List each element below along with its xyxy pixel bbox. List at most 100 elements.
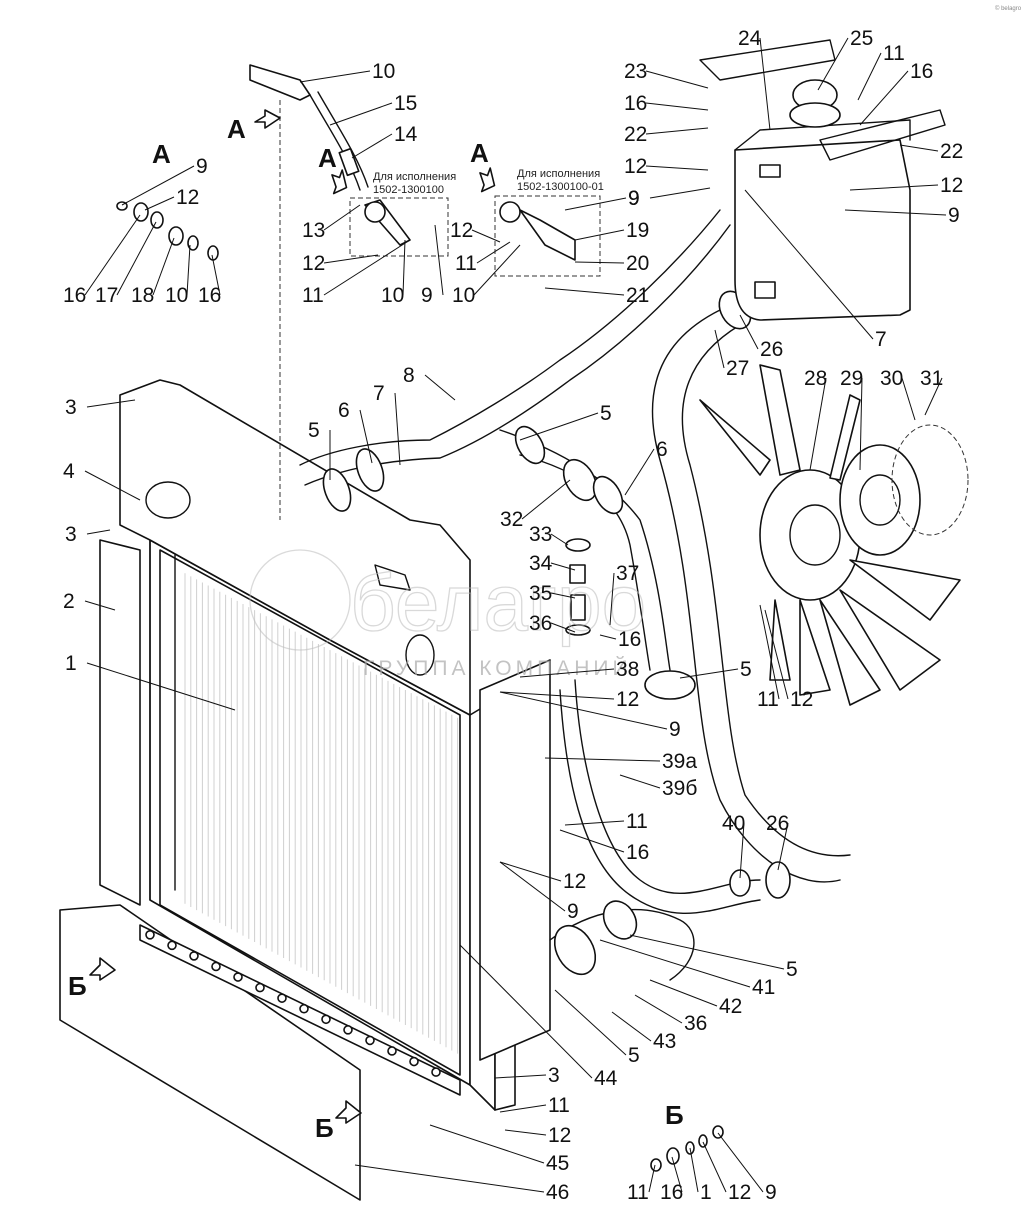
leader-9c: [121, 165, 195, 206]
leader-11c: [857, 52, 882, 101]
callout-35: 35: [529, 582, 552, 605]
leader-5e: [554, 989, 627, 1056]
callout-11c: 11: [883, 42, 905, 65]
side-panel: [99, 539, 141, 906]
detail-A-stack: [116, 201, 219, 261]
leader-11b: [476, 241, 511, 264]
callout-34: 34: [529, 552, 553, 575]
leader-10b: [402, 239, 406, 296]
leader-12i: [504, 1129, 547, 1136]
callout-2: 2: [63, 590, 75, 613]
callout-17: 17: [95, 284, 118, 307]
leader-11d: [759, 604, 780, 700]
view-label-a-main: А: [227, 114, 246, 144]
callout-3c: 3: [548, 1064, 560, 1087]
callout-12e: 12: [940, 174, 963, 197]
leader-18: [152, 237, 175, 296]
leader-6b: [624, 448, 655, 496]
callout-16d: 16: [910, 60, 933, 83]
callout-6a: 6: [338, 399, 350, 422]
callout-24: 24: [738, 27, 762, 50]
leader-7b: [394, 392, 401, 466]
leader-44: [459, 944, 593, 1079]
leader-35: [550, 592, 576, 599]
callout-10d: 10: [165, 284, 188, 307]
callout-9d: 9: [628, 187, 640, 210]
view-label-b-top: Б: [68, 971, 87, 1001]
callout-36a: 36: [529, 612, 552, 635]
callout-40: 40: [722, 812, 745, 835]
leader-11e: [564, 820, 625, 826]
callout-9h: 9: [765, 1181, 777, 1204]
leader-16b: [211, 254, 221, 296]
leader-16e: [599, 634, 617, 640]
callout-16c: 16: [624, 92, 647, 115]
bolt: [409, 1056, 419, 1067]
callout-9f: 9: [669, 718, 681, 741]
bolt: [277, 993, 287, 1003]
view-label-b-bottom: Б: [315, 1113, 334, 1143]
leader-16d: [859, 70, 909, 126]
callout-7a: 7: [875, 328, 887, 351]
callout-11b: 11: [455, 252, 477, 275]
leader-31: [924, 377, 943, 416]
leader-45: [429, 1124, 545, 1164]
leader-5c: [679, 668, 739, 679]
callout-13: 13: [302, 219, 325, 242]
leader-lines: [84, 37, 947, 1193]
callout-9a: 9: [421, 284, 433, 307]
variant-box-2: [494, 195, 601, 277]
leader-9e: [844, 209, 947, 216]
bolt: [365, 1035, 375, 1046]
callout-16e: 16: [618, 628, 641, 651]
view-arrows: [89, 109, 496, 1124]
side-bracket: [479, 659, 551, 1061]
leader-3b: [86, 529, 111, 535]
top-shroud: [119, 379, 471, 716]
leader-16f: [559, 829, 625, 853]
leader-12d: [645, 165, 709, 171]
leader-41: [599, 939, 751, 988]
callout-30: 30: [880, 367, 903, 390]
callout-5e: 5: [628, 1044, 640, 1067]
corner-mark: © belagro: [995, 5, 1022, 12]
hoses: [299, 209, 851, 981]
variant-box-1: [349, 197, 449, 257]
view-label-a-var2: А: [470, 138, 489, 168]
leader-9h: [717, 1132, 764, 1193]
leader-39a: [544, 757, 661, 762]
callout-15: 15: [394, 92, 417, 115]
leader-22b: [899, 144, 939, 152]
callout-9b: 9: [628, 187, 640, 210]
watermark-brand: белагро: [350, 558, 646, 647]
callout-39a: 39а: [662, 750, 697, 773]
leader-22a: [645, 127, 709, 135]
watermark-group: ГРУППА КОМПАНИЙ: [363, 656, 632, 680]
callout-26a: 26: [760, 338, 783, 361]
leader-16c: [645, 102, 709, 111]
callout-5c: 5: [740, 658, 752, 681]
fan: [699, 364, 969, 706]
leader-28: [809, 377, 827, 471]
expansion-tank: [699, 39, 946, 321]
view-label-a-var1: А: [318, 143, 337, 173]
callout-18: 18: [131, 284, 154, 307]
leader-12b: [471, 229, 501, 243]
leader-13: [323, 204, 361, 231]
bolt: [189, 951, 199, 961]
callout-19: 19: [626, 219, 649, 242]
callout-1b: 1: [700, 1181, 712, 1204]
leader-7a: [744, 189, 874, 340]
leader-1b: [689, 1147, 699, 1193]
bolt: [255, 982, 265, 993]
callout-12f: 12: [616, 688, 639, 711]
callout-22a: 22: [624, 123, 647, 146]
leader-1: [86, 662, 236, 711]
leader-26b: [777, 822, 789, 871]
variant-note-2-line2: 1502-1300100-01: [517, 181, 604, 193]
callout-16b: 16: [198, 284, 221, 307]
callout-9g: 9: [567, 900, 579, 923]
view-label-a-left: А: [152, 139, 171, 169]
callout-5b: 5: [600, 402, 612, 425]
leader-4: [84, 470, 141, 501]
